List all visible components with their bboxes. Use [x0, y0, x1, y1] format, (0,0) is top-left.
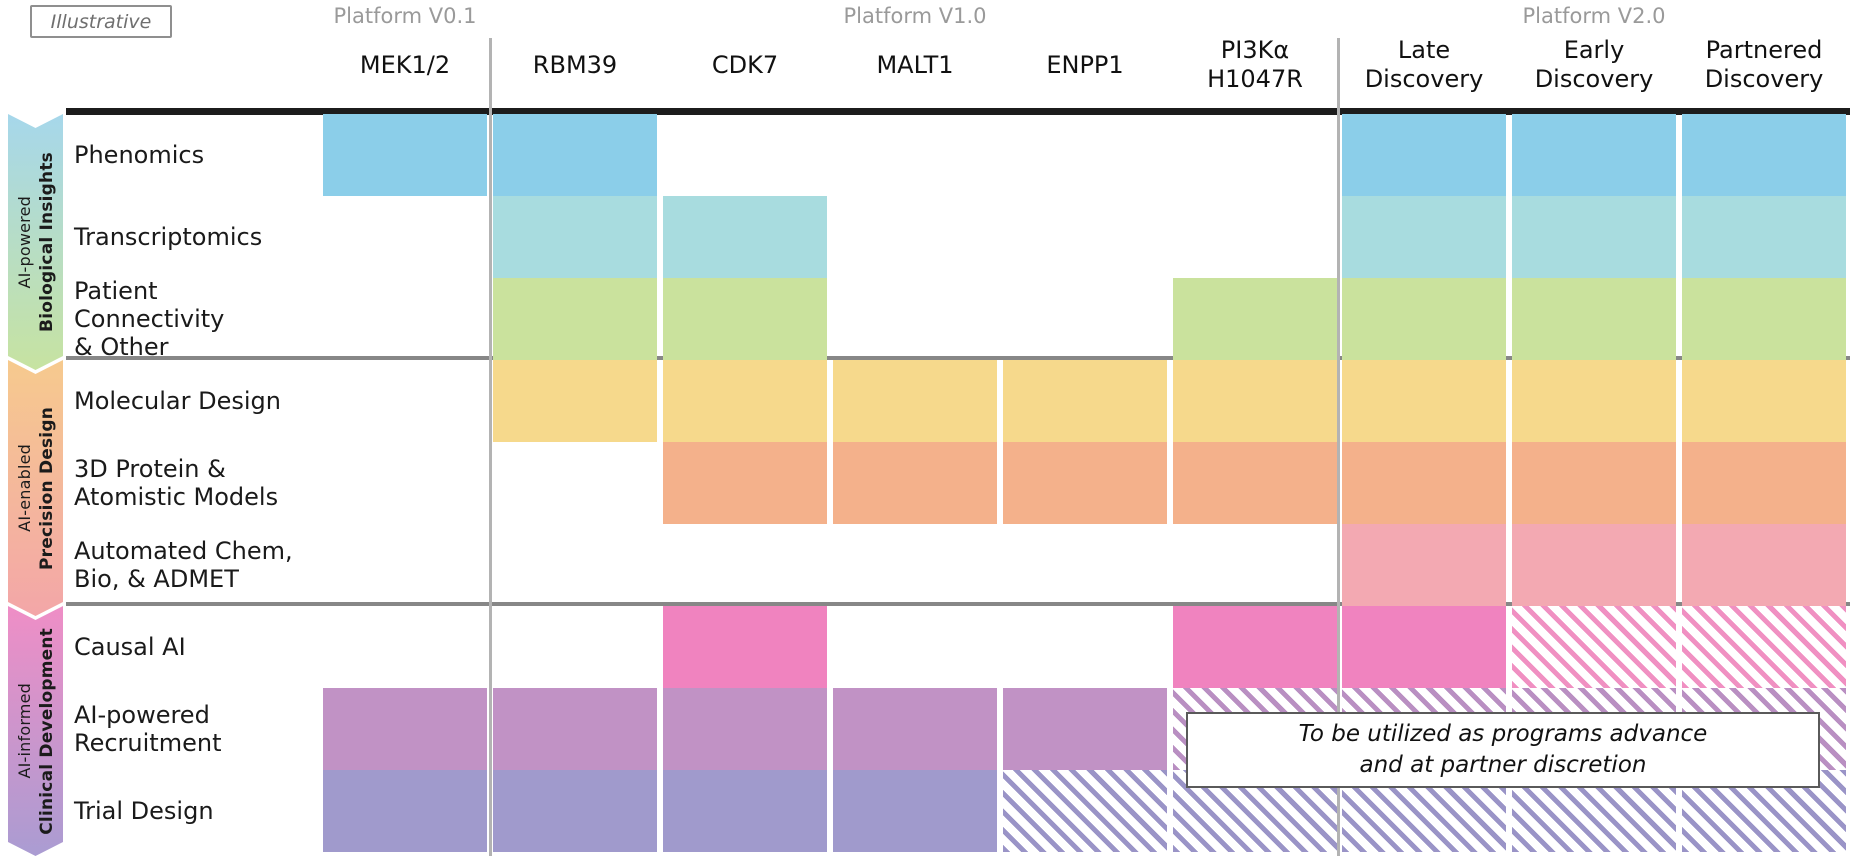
- section-divider-line-2: [66, 602, 1850, 606]
- platform-label-1: Platform V1.0: [843, 4, 987, 28]
- row-label-molecular-design: Molecular Design: [74, 386, 281, 415]
- matrix-cell-active: [1342, 442, 1506, 524]
- matrix-cell-active: [1512, 442, 1676, 524]
- column-header-7: Early Discovery: [1534, 36, 1654, 93]
- row-label-transcriptomics: Transcriptomics: [74, 222, 263, 251]
- matrix-cell-active: [663, 442, 827, 524]
- illustrative-badge-label: Illustrative: [50, 10, 152, 33]
- matrix-cell-active: [1682, 196, 1846, 278]
- matrix-cell-planned: [1682, 606, 1846, 688]
- matrix-cell-active: [833, 770, 997, 852]
- matrix-cell-active: [663, 688, 827, 770]
- column-header-2: CDK7: [711, 50, 779, 79]
- row-label-automated-chem-bio-admet: Automated Chem, Bio, & ADMET: [74, 536, 293, 593]
- section-ribbon-tag: AI-powered: [14, 195, 34, 289]
- matrix-cell-active: [323, 114, 487, 196]
- matrix-cell-active: [1003, 360, 1167, 442]
- matrix-cell-active: [493, 278, 657, 360]
- matrix-cell-active: [493, 114, 657, 196]
- matrix-cell-active: [323, 770, 487, 852]
- section-ribbon-tag: AI-informed: [14, 683, 34, 779]
- column-header-8: Partnered Discovery: [1704, 36, 1824, 93]
- platform-v01-v10-separator-line: [489, 38, 492, 856]
- section-divider-line-1: [66, 356, 1850, 360]
- illustrative-badge: Illustrative: [30, 5, 172, 38]
- platform-label-2: Platform V2.0: [1522, 4, 1666, 28]
- matrix-cell-active: [1342, 360, 1506, 442]
- section-ribbon-name: Biological Insights: [36, 152, 57, 332]
- matrix-cell-active: [323, 688, 487, 770]
- row-label-ai-powered-recruitment: AI-powered Recruitment: [74, 700, 222, 757]
- matrix-cell-planned: [1512, 606, 1676, 688]
- matrix-cell-active: [663, 360, 827, 442]
- matrix-cell-active: [663, 278, 827, 360]
- note-box: To be utilized as programs advance and a…: [1186, 712, 1820, 788]
- matrix-cell-active: [1512, 360, 1676, 442]
- column-header-3: MALT1: [876, 50, 954, 79]
- matrix-cell-active: [1342, 524, 1506, 606]
- matrix-cell-active: [1512, 524, 1676, 606]
- matrix-cell-active: [493, 196, 657, 278]
- matrix-cell-active: [663, 196, 827, 278]
- matrix-cell-active: [833, 442, 997, 524]
- row-label-phenomics: Phenomics: [74, 140, 205, 169]
- matrix-cell-active: [1682, 442, 1846, 524]
- matrix-cell-active: [1003, 442, 1167, 524]
- matrix-cell-planned: [1003, 770, 1167, 852]
- matrix-cell-active: [1173, 442, 1337, 524]
- column-header-4: ENPP1: [1046, 50, 1124, 79]
- matrix-cell-active: [1342, 278, 1506, 360]
- column-header-5: PI3Kα H1047R: [1207, 36, 1303, 93]
- section-ribbon-tag: AI-enabled: [14, 444, 34, 532]
- row-label-trial-design: Trial Design: [74, 796, 214, 825]
- platform-label-0: Platform V0.1: [333, 4, 477, 28]
- matrix-cell-active: [1682, 278, 1846, 360]
- matrix-cell-active: [1512, 278, 1676, 360]
- section-ribbon-name: Precision Design: [36, 406, 57, 570]
- column-header-6: Late Discovery: [1364, 36, 1484, 93]
- matrix-cell-active: [1173, 360, 1337, 442]
- matrix-cell-active: [493, 360, 657, 442]
- column-header-0: MEK1/2: [359, 50, 451, 79]
- matrix-cell-active: [1682, 524, 1846, 606]
- section-ribbon-name: Clinical Development: [36, 627, 57, 835]
- matrix-cell-active: [1512, 196, 1676, 278]
- matrix-top-border-line: [66, 108, 1850, 115]
- row-label-causal-ai: Causal AI: [74, 632, 186, 661]
- matrix-cell-active: [1342, 196, 1506, 278]
- matrix-cell-active: [663, 770, 827, 852]
- row-label-3d-protein-atomistic-models: 3D Protein & Atomistic Models: [74, 454, 279, 511]
- note-line-2: and at partner discretion: [1359, 752, 1647, 778]
- platform-v10-v20-separator-line: [1337, 38, 1340, 856]
- matrix-cell-active: [1512, 114, 1676, 196]
- note-line-1: To be utilized as programs advance: [1298, 720, 1708, 747]
- matrix-cell-active: [1342, 114, 1506, 196]
- matrix-cell-active: [1682, 360, 1846, 442]
- matrix-cell-active: [1342, 606, 1506, 688]
- column-header-1: RBM39: [532, 50, 618, 79]
- row-label-patient-connectivity-other: Patient Connectivity & Other: [74, 276, 225, 362]
- matrix-cell-active: [833, 688, 997, 770]
- matrix-cell-active: [493, 688, 657, 770]
- matrix-cell-active: [663, 606, 827, 688]
- matrix-cell-active: [1682, 114, 1846, 196]
- matrix-cell-active: [1173, 606, 1337, 688]
- matrix-cell-active: [833, 360, 997, 442]
- matrix-cell-active: [1003, 688, 1167, 770]
- matrix-cell-active: [1173, 278, 1337, 360]
- matrix-cell-active: [493, 770, 657, 852]
